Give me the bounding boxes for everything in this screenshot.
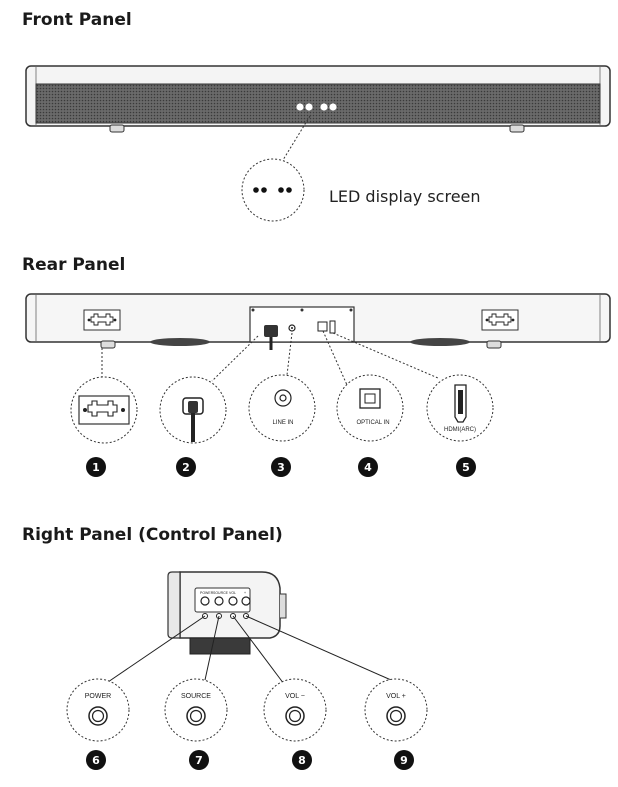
left-foot [109,124,125,133]
led-dots [296,103,337,111]
power-cable-plug [264,325,278,337]
rear-leader-lines [101,330,439,386]
control-panel-body: POWER SOURCE VOL + [167,571,287,655]
rear-left-wall-mount [83,309,121,331]
front-panel-heading: Front Panel [22,10,132,30]
callout-source-button: SOURCE [164,678,228,742]
badge-1: 1 [86,457,106,477]
panel-label-vol: VOL [229,591,236,595]
right-port-vent [410,338,470,346]
rear-panel-heading: Rear Panel [22,255,126,275]
badge-6: 6 [86,750,106,770]
callout-power-button: POWER [66,678,130,742]
front-soundbar [25,65,611,133]
left-port-vent [150,338,210,346]
rear-right-wall-mount [481,309,519,331]
badge-2: 2 [176,457,196,477]
rear-soundbar [25,293,611,350]
led-leader-line [282,115,311,161]
svg-text:9: 9 [400,754,408,767]
callout-hdmi-arc: HDMI(ARC) [426,374,494,442]
hdmi-arc-label: HDMI(ARC) [444,427,476,433]
vol-down-label: VOL − [285,693,305,700]
svg-text:1: 1 [92,461,100,474]
callout-line-in: LINE IN [248,374,316,442]
source-button-label: SOURCE [181,693,211,700]
power-button-label: POWER [85,693,111,700]
vol-up-label: VOL + [386,693,406,700]
right-foot [509,124,525,133]
badge-7: 7 [189,750,209,770]
panel-label-plus: + [244,591,246,595]
callout-power-cable [159,376,227,444]
rear-connector-panel [249,306,355,350]
svg-text:7: 7 [195,754,203,767]
line-in-label: LINE IN [272,420,293,426]
panel-label-power: POWER [200,591,214,595]
badge-3: 3 [271,457,291,477]
callout-wall-mount [70,376,138,444]
svg-text:3: 3 [277,461,285,474]
svg-text:5: 5 [462,461,470,474]
svg-text:2: 2 [182,461,190,474]
panel-label-source: SOURCE [213,591,229,595]
svg-text:8: 8 [298,754,306,767]
svg-text:4: 4 [364,461,372,474]
svg-text:6: 6 [92,754,100,767]
control-leader-lines [107,615,392,685]
callout-vol-down-button: VOL − [263,678,327,742]
callout-vol-up-button: VOL + [364,678,428,742]
led-callout [241,158,305,222]
right-panel-heading: Right Panel (Control Panel) [22,525,283,545]
led-display-label: LED display screen [329,187,481,206]
badge-9: 9 [394,750,414,770]
speaker-grille [35,83,601,124]
optical-in-label: OPTICAL IN [356,420,389,426]
badge-5: 5 [456,457,476,477]
badge-8: 8 [292,750,312,770]
callout-optical-in: OPTICAL IN [336,374,404,442]
badge-4: 4 [358,457,378,477]
